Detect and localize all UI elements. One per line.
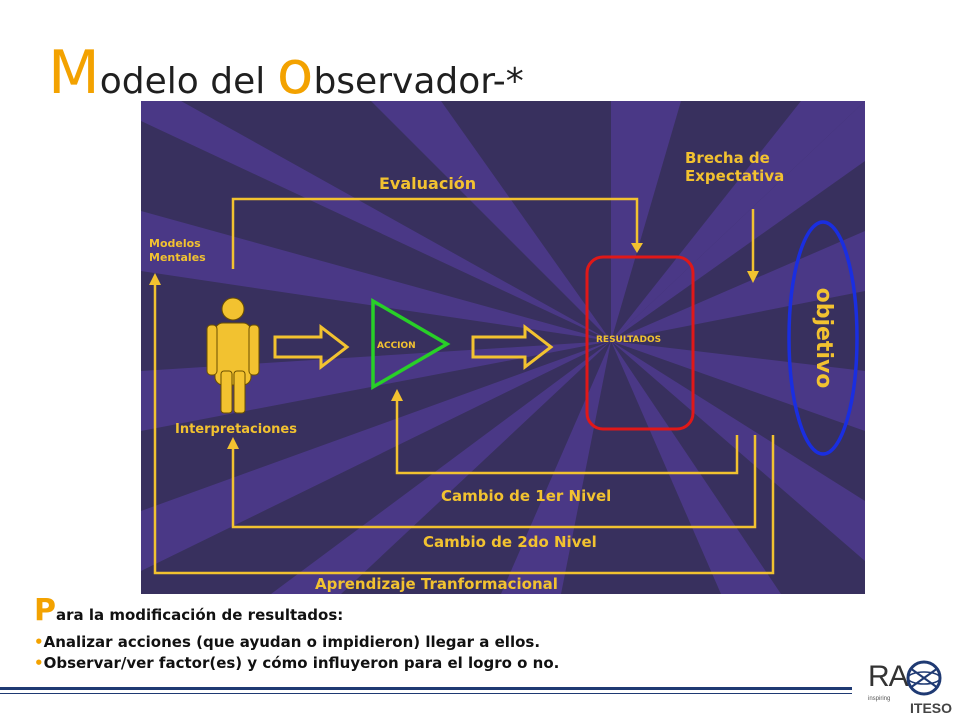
- slide-title: Modelo del observador-*: [48, 38, 524, 117]
- heading-rest: ara la modificación de resultados:: [56, 606, 344, 624]
- bullet-text: Observar/ver factor(es) y cómo influyero…: [43, 654, 560, 672]
- bottom-heading: Para la modificación de resultados:: [34, 594, 694, 632]
- label-brecha-1: Brecha de: [685, 149, 770, 167]
- heading-cap-p: P: [34, 593, 56, 628]
- bullet-dot: •: [34, 633, 44, 651]
- title-cap-m: M: [48, 38, 100, 108]
- bottom-text-block: Para la modificación de resultados: •Ana…: [34, 594, 694, 674]
- title-rest-2: bservador-*: [313, 61, 524, 102]
- bullet-item: •Analizar acciones (que ayudan o impidie…: [34, 632, 694, 653]
- footer-rule: [0, 687, 852, 690]
- bullet-text: Analizar acciones (que ayudan o impidier…: [43, 633, 541, 651]
- title-rest-1: odelo del: [99, 61, 277, 102]
- logo-inspiring-text: inspiring: [868, 696, 891, 702]
- globe-icon: [906, 660, 942, 696]
- label-modelos-2: Mentales: [149, 251, 206, 264]
- bullet-item: •Observar/ver factor(es) y cómo influyer…: [34, 653, 694, 674]
- footer-rule-thin: [0, 693, 852, 694]
- cambio1-arrow: [395, 397, 739, 475]
- cambio2-arrow: [231, 435, 757, 529]
- arrow-person-to-accion: [273, 323, 350, 371]
- bullet-dot: •: [34, 654, 44, 672]
- objetivo-ellipse: [787, 220, 859, 456]
- title-cap-o: o: [276, 38, 314, 108]
- label-evaluacion: Evaluación: [379, 174, 476, 193]
- cambio2-arrowhead: [227, 437, 239, 449]
- label-cambio1: Cambio de 1er Nivel: [441, 487, 611, 505]
- label-cambio2: Cambio de 2do Nivel: [423, 533, 597, 551]
- label-objetivo: objetivo: [811, 288, 836, 389]
- aprendizaje-arrowhead: [149, 273, 161, 285]
- label-brecha-2: Expectativa: [685, 167, 784, 185]
- logo-ra-text: RA: [868, 660, 909, 693]
- label-accion: ACCION: [377, 341, 416, 351]
- logo-iteso-text: ITESO: [910, 700, 953, 716]
- label-interpretaciones: Interpretaciones: [175, 422, 297, 437]
- person-icon: [206, 297, 260, 414]
- accion-triangle: [371, 297, 451, 391]
- arrow-accion-to-resultados: [471, 323, 554, 371]
- label-aprendizaje: Aprendizaje Tranformacional: [315, 575, 558, 593]
- label-resultados: RESULTADOS: [596, 335, 661, 345]
- observer-model-diagram: Evaluación Modelos Mentales Brecha de Ex…: [141, 101, 865, 594]
- resultados-box: [585, 255, 695, 431]
- radial-stripes: [141, 101, 865, 594]
- evaluacion-arrow: [231, 197, 639, 269]
- brecha-arrowhead: [747, 271, 759, 283]
- evaluacion-arrowhead: [631, 243, 643, 253]
- label-modelos-1: Modelos: [149, 237, 201, 250]
- iteso-logo: RA inspiring ITESO: [862, 652, 960, 720]
- aprendizaje-arrow: [153, 281, 775, 575]
- cambio1-arrowhead: [391, 389, 403, 401]
